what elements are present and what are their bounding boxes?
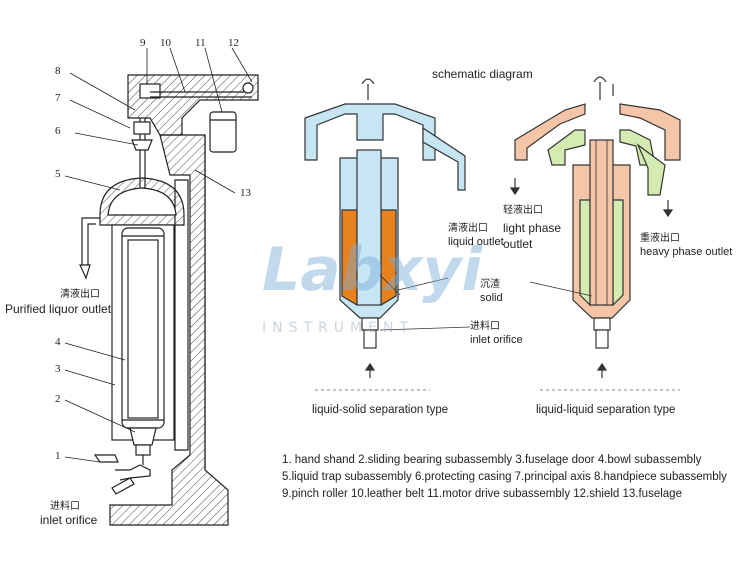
heavy-phase-cn: 重液出口 (640, 233, 680, 244)
caption-liquid-liquid: liquid-liquid separation type (536, 404, 676, 416)
part-number-2: 2 (55, 393, 61, 405)
heavy-phase-en: heavy phase outlet (640, 246, 733, 258)
caption-liquid-solid: liquid-solid separation type (312, 404, 449, 416)
purified-outlet-cn: 清液出口 (60, 289, 100, 300)
inlet-en-left: inlet orifice (40, 513, 98, 527)
part-number-4: 4 (55, 336, 61, 348)
liquid-outlet-en: liquid outlet (448, 236, 504, 248)
watermark-brand: Labxyi (262, 235, 483, 305)
inlet-en-mid: inlet orifice (470, 334, 523, 346)
part-number-12: 12 (228, 37, 239, 49)
part-number-3: 3 (55, 363, 61, 375)
part-number-9: 9 (140, 37, 146, 49)
parts-legend: 1. hand shand 2.sliding bearing subassem… (282, 454, 727, 500)
light-phase-en-2: outlet (503, 237, 533, 251)
part-number-6: 6 (55, 125, 61, 137)
schematic-title: schematic diagram (432, 67, 533, 81)
liquid-liquid-bowl (509, 76, 681, 378)
part-number-13: 13 (240, 187, 251, 199)
liquid-solid-bowl (304, 78, 471, 378)
centrifuge-machine (64, 47, 259, 526)
inlet-cn-mid: 进料口 (470, 321, 500, 332)
part-number-1: 1 (55, 450, 61, 462)
light-phase-en-1: light phase (503, 221, 562, 235)
part-number-5: 5 (55, 168, 61, 180)
inlet-cn-left: 进料口 (50, 501, 80, 512)
light-phase-cn: 轻液出口 (503, 205, 543, 216)
solid-cn: 沉渣 (480, 279, 500, 290)
liquid-outlet-cn: 清液出口 (448, 223, 488, 234)
part-number-10: 10 (160, 37, 171, 49)
solid-en: solid (480, 292, 503, 304)
part-number-11: 11 (195, 37, 206, 49)
motor (209, 111, 237, 153)
purified-outlet-en: Purified liquor outlet (5, 302, 112, 316)
part-number-8: 8 (55, 65, 61, 77)
part-number-7: 7 (55, 92, 61, 104)
watermark-sub: INSTRUMENT (262, 320, 414, 336)
